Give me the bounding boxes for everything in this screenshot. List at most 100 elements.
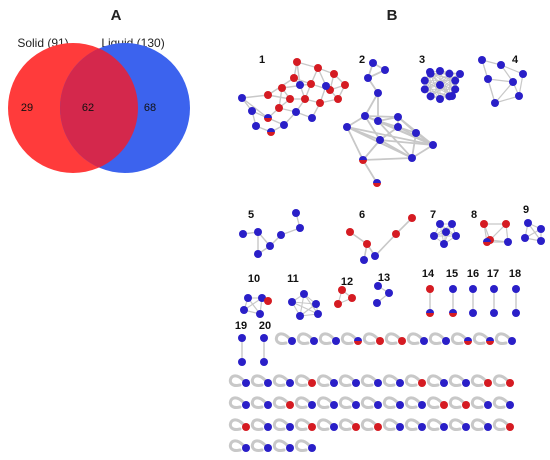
self-loop bbox=[382, 396, 399, 409]
node-blue bbox=[300, 290, 308, 298]
self-loop bbox=[382, 418, 399, 431]
self-loop bbox=[250, 418, 267, 431]
self-loop bbox=[338, 396, 355, 409]
node-blue bbox=[288, 298, 296, 306]
node-red bbox=[301, 95, 309, 103]
node-red bbox=[293, 58, 301, 66]
network-edge bbox=[291, 301, 317, 305]
node-mixed bbox=[486, 337, 494, 345]
node-red bbox=[275, 104, 283, 112]
node-blue bbox=[286, 444, 294, 452]
liquid-only-count: 68 bbox=[144, 102, 156, 114]
self-loop bbox=[338, 374, 355, 387]
node-blue bbox=[264, 423, 272, 431]
node-blue bbox=[442, 337, 450, 345]
node-blue bbox=[440, 379, 448, 387]
node-blue bbox=[240, 306, 248, 314]
self-loop bbox=[294, 439, 311, 452]
self-loop bbox=[338, 418, 355, 431]
node-blue bbox=[374, 379, 382, 387]
network-edge bbox=[241, 94, 269, 99]
cluster-number: 6 bbox=[359, 209, 365, 221]
cluster-number: 4 bbox=[512, 54, 519, 66]
node-blue bbox=[352, 401, 360, 409]
node-blue bbox=[436, 95, 444, 103]
node-blue bbox=[491, 99, 499, 107]
node-red bbox=[316, 99, 324, 107]
node-blue bbox=[462, 423, 470, 431]
node-red bbox=[352, 423, 360, 431]
node-blue bbox=[418, 423, 426, 431]
node-mixed bbox=[373, 179, 381, 187]
node-red bbox=[286, 95, 294, 103]
self-loop bbox=[228, 439, 245, 452]
cluster-number: 17 bbox=[487, 268, 499, 280]
node-blue bbox=[449, 285, 457, 293]
node-blue bbox=[436, 220, 444, 228]
solid-only-count: 29 bbox=[21, 102, 33, 114]
overlap-count: 62 bbox=[82, 102, 94, 114]
node-red bbox=[484, 379, 492, 387]
self-loop bbox=[294, 374, 311, 387]
network-edge bbox=[377, 120, 413, 159]
node-mixed bbox=[449, 309, 457, 317]
node-blue bbox=[308, 114, 316, 122]
node-blue bbox=[452, 232, 460, 240]
node-blue bbox=[381, 66, 389, 74]
network-edge bbox=[411, 132, 417, 159]
cluster-number: 15 bbox=[446, 268, 458, 280]
node-blue bbox=[396, 423, 404, 431]
self-loop bbox=[250, 374, 267, 387]
node-blue bbox=[264, 379, 272, 387]
node-blue bbox=[478, 56, 486, 64]
self-loop bbox=[426, 418, 443, 431]
node-mixed bbox=[426, 309, 434, 317]
node-red bbox=[398, 337, 406, 345]
node-red bbox=[506, 379, 514, 387]
node-blue bbox=[322, 82, 330, 90]
network-edge bbox=[494, 81, 514, 104]
self-loop bbox=[404, 396, 421, 409]
node-blue bbox=[396, 401, 404, 409]
node-blue bbox=[376, 136, 384, 144]
self-loop bbox=[294, 418, 311, 431]
node-blue bbox=[242, 379, 250, 387]
node-blue bbox=[418, 401, 426, 409]
node-red bbox=[314, 64, 322, 72]
node-blue bbox=[242, 401, 250, 409]
cluster-number: 9 bbox=[523, 204, 529, 216]
node-blue bbox=[330, 401, 338, 409]
node-blue bbox=[509, 78, 517, 86]
self-loop bbox=[228, 396, 245, 409]
node-blue bbox=[264, 444, 272, 452]
self-loop bbox=[492, 418, 509, 431]
node-blue bbox=[430, 232, 438, 240]
node-blue bbox=[332, 337, 340, 345]
node-blue bbox=[280, 121, 288, 129]
node-blue bbox=[266, 242, 274, 250]
self-loop bbox=[404, 418, 421, 431]
node-red bbox=[506, 423, 514, 431]
node-blue bbox=[451, 76, 460, 85]
self-loop bbox=[272, 396, 289, 409]
node-mixed bbox=[483, 238, 491, 246]
node-blue bbox=[238, 334, 246, 342]
node-blue bbox=[462, 379, 470, 387]
node-blue bbox=[371, 252, 379, 260]
self-loop bbox=[294, 396, 311, 409]
self-loop bbox=[296, 332, 313, 345]
node-blue bbox=[254, 250, 262, 258]
node-blue bbox=[394, 123, 402, 131]
node-blue bbox=[360, 256, 368, 264]
node-red bbox=[308, 423, 316, 431]
node-blue bbox=[524, 219, 532, 227]
node-blue bbox=[469, 285, 477, 293]
node-red bbox=[242, 423, 250, 431]
node-blue bbox=[490, 309, 498, 317]
node-blue bbox=[420, 76, 429, 85]
node-blue bbox=[254, 228, 262, 236]
node-blue bbox=[506, 401, 514, 409]
self-loop bbox=[450, 332, 467, 345]
node-blue bbox=[448, 220, 456, 228]
self-loop bbox=[448, 374, 465, 387]
